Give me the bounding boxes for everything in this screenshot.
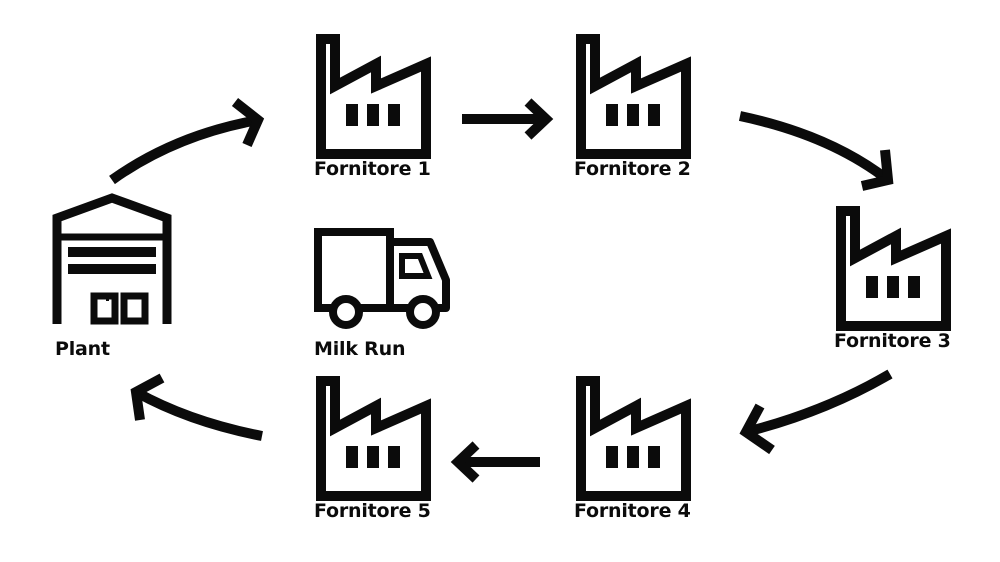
arrow-fornitore-5-to-plant <box>133 387 263 441</box>
factory-icon-fornitore-5 <box>321 381 426 496</box>
arrowhead-fornitore-1-to-fornitore-2 <box>524 98 554 140</box>
factory-icon-fornitore-3 <box>841 211 946 326</box>
label-fornitore-4: Fornitore 4 <box>574 500 691 522</box>
label-fornitore-5: Fornitore 5 <box>314 500 431 522</box>
arrowhead-fornitore-4-to-fornitore-5 <box>450 441 480 483</box>
label-plant: Plant <box>55 338 110 360</box>
warehouse-icon <box>52 193 172 325</box>
factory-icon-fornitore-1 <box>321 39 426 154</box>
arrow-fornitore-2-to-fornitore-3 <box>738 111 892 184</box>
truck-icon <box>314 228 450 329</box>
label-fornitore-1: Fornitore 1 <box>314 158 431 180</box>
factory-icon-fornitore-4 <box>581 381 686 496</box>
arrow-plant-to-fornitore-1 <box>109 115 259 185</box>
arrowhead-fornitore-3-to-fornitore-4 <box>739 403 775 455</box>
arrowhead-plant-to-fornitore-1 <box>231 98 265 148</box>
arrowhead-fornitore-2-to-fornitore-3 <box>860 149 894 191</box>
label-fornitore-3: Fornitore 3 <box>834 330 951 352</box>
arrow-fornitore-3-to-fornitore-4 <box>744 369 893 437</box>
arrowhead-fornitore-5-to-plant <box>130 373 165 421</box>
label-fornitore-2: Fornitore 2 <box>574 158 691 180</box>
label-milk-run: Milk Run <box>314 338 406 360</box>
factory-icon-fornitore-2 <box>581 39 686 154</box>
